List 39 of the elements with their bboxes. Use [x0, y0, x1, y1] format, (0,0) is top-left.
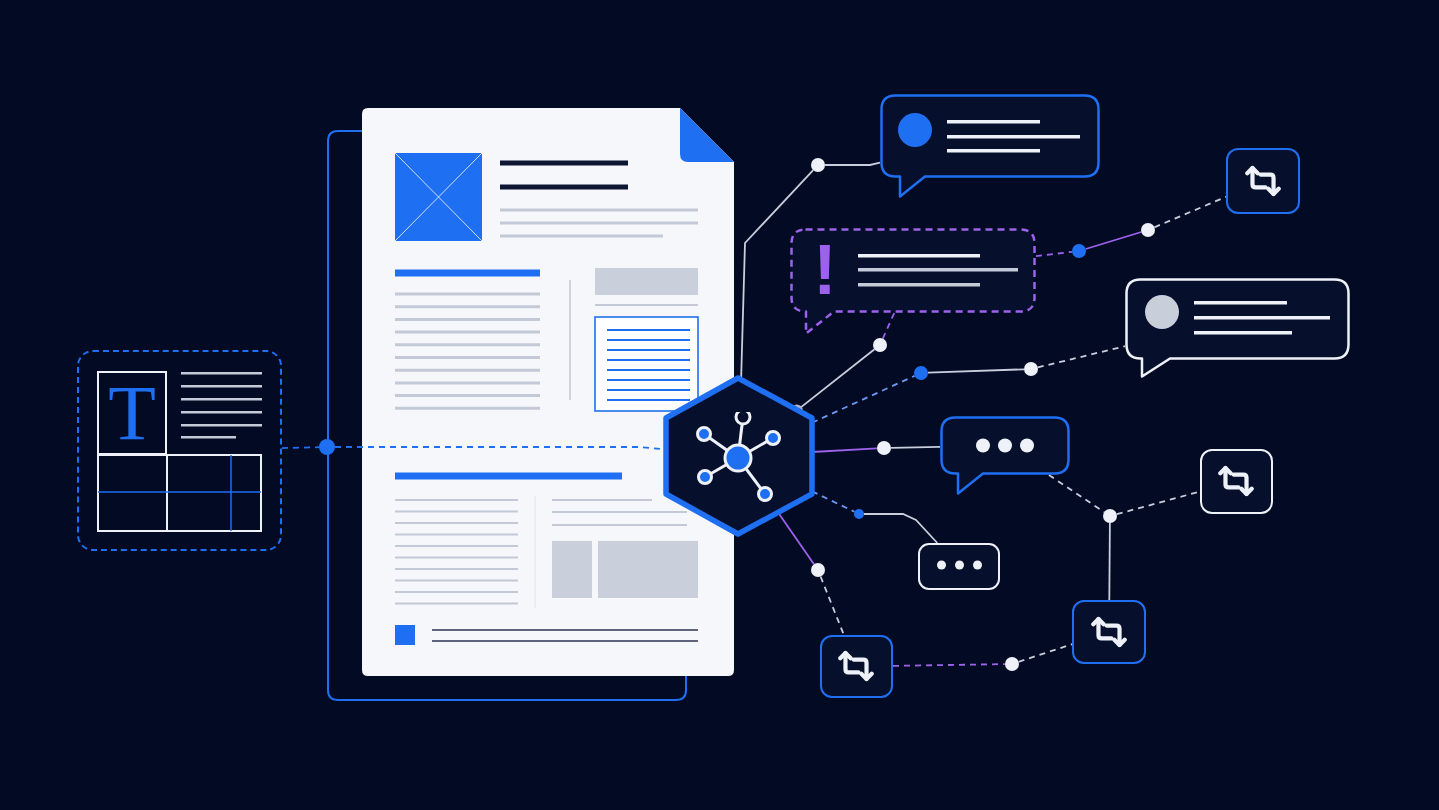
- connector-dot: [1024, 362, 1038, 376]
- dashed-connector: [881, 312, 896, 340]
- dashed-connector: [1035, 250, 1073, 257]
- speech-bubble: [1125, 278, 1350, 380]
- connector: [777, 511, 815, 566]
- connector-dot: [1141, 223, 1155, 237]
- connector: [863, 513, 939, 544]
- connector: [890, 445, 941, 449]
- connector: [927, 368, 1025, 374]
- dashed-connector: [281, 446, 320, 449]
- connector: [824, 161, 881, 166]
- connector-dot: [873, 338, 887, 352]
- connector-dot: [319, 439, 335, 455]
- connector-dot: [914, 366, 928, 380]
- dashed-connector: [1153, 195, 1227, 229]
- speech-bubble: [940, 416, 1070, 497]
- hexagon-hub: [661, 374, 817, 538]
- connector-dot: [1103, 509, 1117, 523]
- type-letter: T: [97, 371, 167, 455]
- connector-dot: [811, 563, 825, 577]
- dashed-connector: [892, 663, 1006, 667]
- connector-dot: [811, 158, 825, 172]
- template-card: [77, 350, 282, 551]
- connector-dot: [1072, 244, 1086, 258]
- dashed-connector: [1017, 643, 1073, 663]
- icon-tile: [1072, 600, 1146, 664]
- connector-dot: [877, 441, 891, 455]
- connector: [1108, 522, 1111, 601]
- icon-tile: [918, 543, 1000, 590]
- connector-dot: [854, 509, 864, 519]
- exclamation-mark: !: [812, 238, 838, 302]
- speech-bubble: [880, 94, 1100, 200]
- icon-tile: [1226, 148, 1300, 214]
- icon-tile: [1200, 449, 1273, 514]
- dashed-connector: [1036, 345, 1126, 369]
- connector-dot: [1005, 657, 1019, 671]
- connector: [1084, 231, 1143, 250]
- dashed-connector: [819, 575, 845, 636]
- icon-tile: [820, 635, 893, 698]
